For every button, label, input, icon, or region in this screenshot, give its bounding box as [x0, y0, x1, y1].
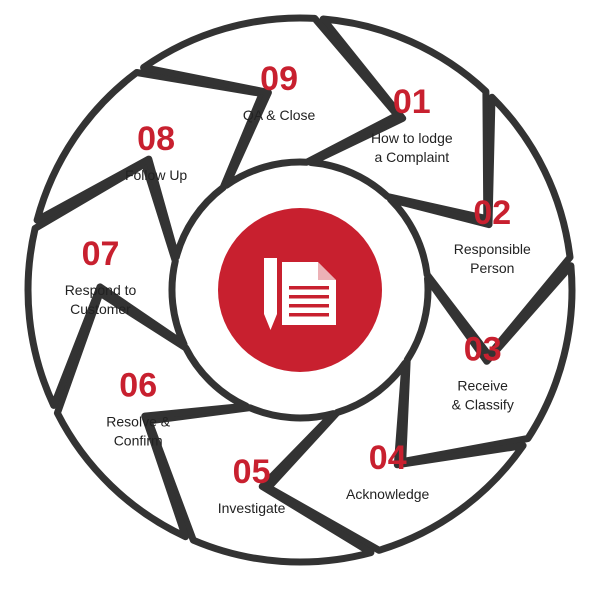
- step-number: 02: [473, 194, 511, 232]
- step-label-line: Customer: [70, 301, 131, 317]
- step-number: 08: [137, 120, 175, 158]
- document-pencil-icon: [264, 258, 336, 330]
- step-segment-02: [386, 93, 574, 359]
- step-label-line: Acknowledge: [346, 486, 429, 502]
- step-label-line: Responsible: [454, 241, 531, 257]
- step-number: 03: [464, 330, 502, 368]
- step-number: 06: [119, 367, 157, 405]
- step-label-line: Respond to: [65, 282, 137, 298]
- step-segment-05: [145, 404, 375, 566]
- step-label-line: Confirm: [114, 433, 163, 449]
- step-label-line: Investigate: [218, 500, 286, 516]
- step-label-line: How to lodge: [371, 130, 453, 146]
- step-segment-01: [307, 15, 491, 223]
- step-label-line: Person: [470, 260, 514, 276]
- step-segment-09: [140, 14, 401, 189]
- step-number: 07: [82, 235, 120, 273]
- step-segment-07: [24, 160, 188, 409]
- step-label-line: Follow Up: [125, 167, 187, 183]
- step-number: 09: [260, 60, 298, 98]
- step-label-line: QA & Close: [243, 107, 316, 123]
- step-segment-03: [399, 262, 576, 466]
- step-number: 01: [393, 83, 431, 121]
- step-label-line: Resolve &: [106, 414, 170, 430]
- step-number: 04: [369, 439, 407, 477]
- step-number: 05: [233, 453, 271, 491]
- step-label-line: & Classify: [452, 396, 514, 412]
- step-label-line: a Complaint: [374, 149, 449, 165]
- step-label-line: Receive: [457, 377, 508, 393]
- step-segment-06: [53, 289, 250, 541]
- step-segment-08: [33, 69, 266, 261]
- cycle-segments: [24, 14, 576, 566]
- step-segment-04: [264, 359, 527, 554]
